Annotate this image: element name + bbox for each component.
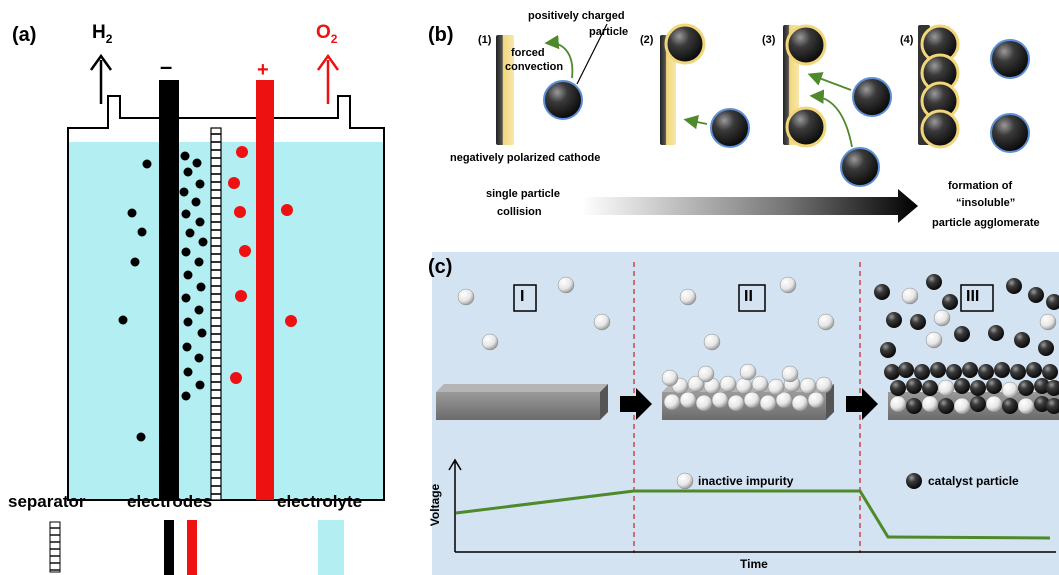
particle-b3-free-1 (852, 77, 892, 117)
anode-sign: + (257, 59, 269, 81)
anode-electrode (256, 80, 274, 500)
next-stage-arrow-1 (620, 388, 652, 420)
cell-outline (67, 95, 385, 501)
particle-b3-top (785, 24, 827, 66)
particle-pointer-line (576, 23, 608, 85)
stage1-impurities (457, 276, 611, 351)
electrolyte-legend-label: electrolyte (277, 492, 363, 511)
particle-b3-free-2 (840, 147, 880, 187)
stage-box-2 (738, 284, 766, 312)
progression-arrow (582, 189, 918, 223)
panel-a (49, 53, 385, 575)
separator-hatching (211, 133, 221, 495)
panel-a-label: (a) (12, 24, 37, 46)
o2-label: O2 (316, 22, 337, 46)
agglomerate-label: particle agglomerate (932, 217, 1040, 229)
cathode-caption: negatively polarized cathode (450, 152, 601, 164)
step-1-label: (1) (478, 34, 492, 46)
approach-arrow-3b (809, 89, 853, 148)
o2-arrow-icon (316, 53, 340, 104)
particle-b4-free-1 (990, 39, 1030, 79)
catalyst-legend-icon (906, 473, 922, 489)
particle-b4-free-2 (990, 113, 1030, 153)
formation-of-label: formation of (948, 180, 1013, 192)
convection-label: convection (505, 61, 564, 73)
forced-label: forced (511, 47, 545, 59)
particle-b2-attached (664, 23, 706, 65)
o2-text: O (316, 22, 331, 43)
particle-b2-free (710, 108, 750, 148)
panel-c (432, 252, 1059, 575)
separator-membrane (210, 127, 222, 501)
stage3-impurities-floating (901, 287, 1057, 349)
cathode-strip-2 (660, 35, 676, 145)
panel-b (496, 23, 1030, 223)
approach-arrow-2 (683, 115, 708, 130)
h2-arrow-icon (89, 53, 113, 104)
h2-subscript: 2 (105, 31, 113, 46)
collision-label: collision (497, 206, 542, 218)
o2-subscript: 2 (330, 31, 338, 46)
step-3-label: (3) (762, 34, 776, 46)
next-stage-arrow-2 (846, 388, 878, 420)
stage-box-3 (960, 284, 994, 312)
panel-b-label: (b) (428, 24, 454, 46)
stage-2-label: II (744, 288, 753, 305)
step-2-label: (2) (640, 34, 654, 46)
panel-c-label: (c) (428, 256, 453, 278)
catalyst-legend-label: catalyst particle (928, 474, 1019, 488)
approach-arrow-3a (807, 72, 852, 91)
electrolyte-legend-swatch (318, 520, 344, 575)
h2-label: H2 (92, 22, 112, 46)
impurity-legend-icon (676, 472, 694, 490)
cathode-legend-swatch (164, 520, 174, 575)
voltage-axes (448, 458, 1056, 553)
black-particles (118, 151, 208, 442)
positively-charged-label: positively charged (528, 10, 625, 22)
cathode-sign: – (160, 54, 173, 79)
electrolyte-fill (69, 142, 383, 499)
cathode-electrode (159, 80, 179, 500)
separator-legend-swatch (49, 521, 61, 573)
h2-text: H (92, 22, 106, 43)
particle-b1 (543, 80, 583, 120)
red-particles (228, 146, 297, 384)
time-axis-label: Time (740, 557, 768, 571)
stage3-catalyst-floating (874, 274, 1059, 358)
stage-3-label: III (966, 288, 980, 305)
forced-convection-arrow (544, 34, 574, 79)
electrodes-legend-label: electrodes (127, 492, 213, 511)
voltage-axis-label: Voltage (428, 483, 443, 527)
stage3-deposit-black (884, 362, 1059, 414)
anode-legend-swatch (187, 520, 197, 575)
stage-1-label: I (520, 288, 525, 305)
electrode-plate-1 (436, 384, 608, 420)
particle-b3-mid (785, 106, 827, 148)
agglomerate-stack (920, 24, 960, 149)
impurity-legend-label: inactive impurity (698, 474, 794, 488)
stage2-impurities (661, 276, 835, 412)
single-particle-label: single particle (486, 188, 560, 200)
stage-box-1 (513, 284, 537, 312)
separator-legend-label: separator (8, 492, 86, 511)
voltage-curve (455, 489, 1051, 540)
insoluble-label: “insoluble” (956, 197, 1016, 209)
particle-label: particle (589, 26, 629, 38)
step-4-label: (4) (900, 34, 914, 46)
stage3-deposit-white (889, 379, 1035, 415)
cathode-strip-1 (496, 35, 514, 145)
